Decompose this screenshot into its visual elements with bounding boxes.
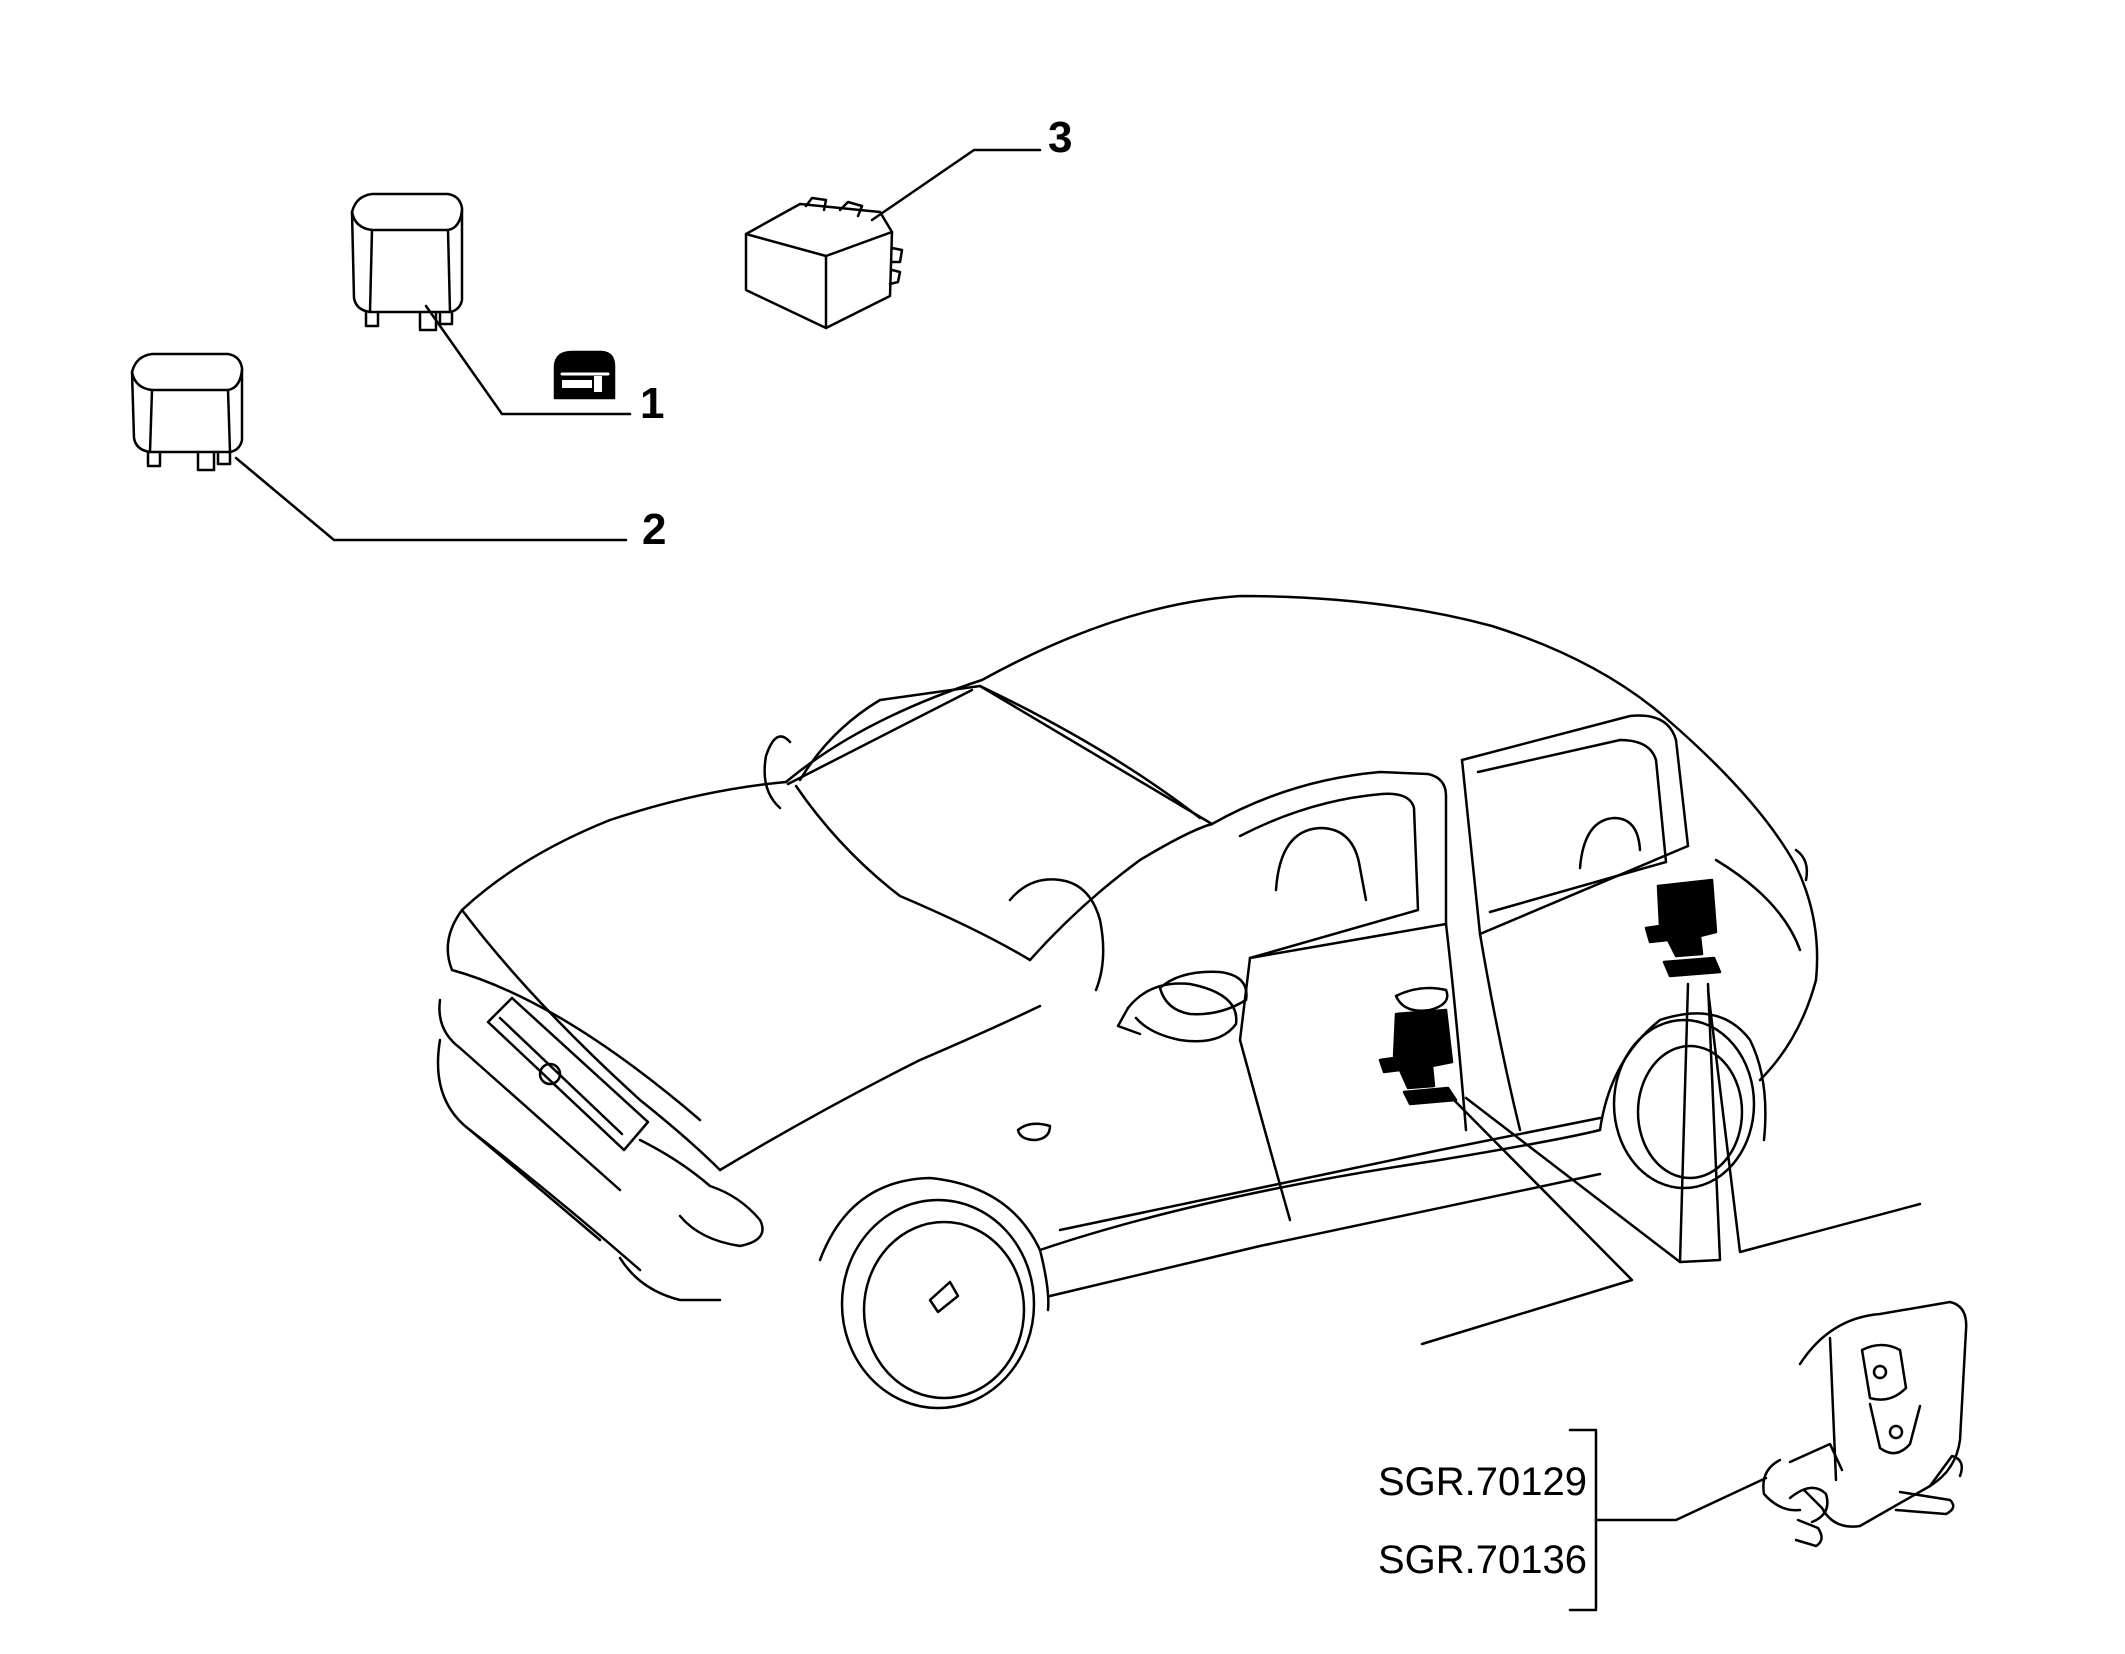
projection-line-rear (1678, 982, 1722, 1264)
reference-bracket (1568, 1428, 1598, 1612)
projection-line-front (1420, 1092, 1634, 1346)
relay-2 (130, 352, 244, 472)
reference-code-2: SGR.70136 (1378, 1538, 1588, 1582)
projection-line-front-2 (1464, 1096, 1682, 1264)
callout-label-3: 3 (1048, 113, 1073, 162)
door-lock-actuator-rear (1644, 878, 1722, 978)
reference-leader (1594, 1476, 1768, 1522)
door-lock-actuator-front (1378, 1008, 1458, 1106)
reference-code-1: SGR.70129 (1378, 1460, 1588, 1504)
callout-label-2: 2 (642, 505, 667, 554)
module-3 (744, 196, 904, 330)
door-key-icon (553, 350, 616, 400)
lock-actuator-detail (1762, 1300, 1968, 1548)
leader-line-1 (424, 304, 632, 416)
leader-line-2 (234, 456, 628, 542)
projection-line-rear-2 (1706, 988, 1922, 1254)
leader-line-3 (870, 148, 1042, 222)
callout-label-1: 1 (640, 379, 665, 428)
relay-1 (350, 192, 464, 332)
car-illustration (436, 594, 1819, 1410)
